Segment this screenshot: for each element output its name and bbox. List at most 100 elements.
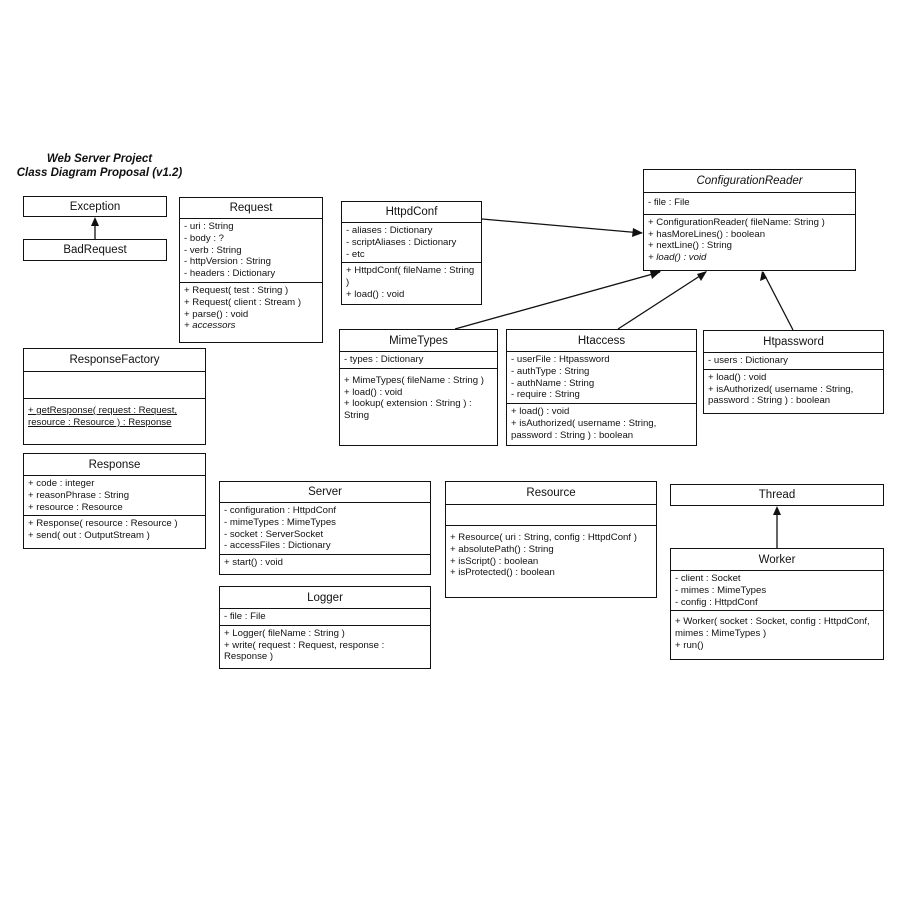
class-name: ResponseFactory bbox=[24, 349, 205, 372]
arrow-httpdconf-to-configurationreader bbox=[481, 218, 643, 234]
attribute: - authName : String bbox=[511, 377, 595, 389]
arrow-htaccess-to-configurationreader bbox=[617, 271, 707, 330]
class-responsefactory[interactable]: ResponseFactory + getResponse( request :… bbox=[23, 348, 206, 445]
arrowhead-configurationreader-htpassword bbox=[760, 271, 767, 281]
class-exception[interactable]: Exception bbox=[23, 196, 167, 217]
class-name: Worker bbox=[671, 549, 883, 571]
class-htaccess[interactable]: Htaccess - userFile : Htpassword - authT… bbox=[506, 329, 697, 446]
attribute: - uri : String bbox=[184, 221, 234, 232]
attributes-section: - configuration : HttpdConf - mimeTypes … bbox=[220, 503, 430, 554]
attributes-section: - aliases : Dictionary - scriptAliases :… bbox=[342, 223, 481, 262]
operation: + absolutePath() : String bbox=[450, 543, 554, 555]
class-server[interactable]: Server - configuration : HttpdConf - mim… bbox=[219, 481, 431, 575]
class-request[interactable]: Request - uri : String - body : ? - verb… bbox=[179, 197, 323, 343]
class-resource[interactable]: Resource + Resource( uri : String, confi… bbox=[445, 481, 657, 598]
attribute: - etc bbox=[346, 248, 365, 260]
operations-section: + getResponse( request : Request, resour… bbox=[24, 398, 205, 431]
attribute: - configuration : HttpdConf bbox=[224, 505, 336, 516]
arrow-mimetypes-to-configurationreader bbox=[454, 271, 661, 330]
operations-section: + Response( resource : Resource ) + send… bbox=[24, 515, 205, 544]
attribute: - aliases : Dictionary bbox=[346, 225, 433, 236]
attributes-section: - users : Dictionary bbox=[704, 353, 883, 369]
class-name: Request bbox=[180, 198, 322, 219]
operation: + write( request : Request, response : R… bbox=[224, 639, 385, 663]
operation: + send( out : OutputStream ) bbox=[28, 530, 150, 542]
operation: + load() : void bbox=[511, 406, 570, 418]
operation: + HttpdConf( fileName : String ) bbox=[346, 265, 475, 289]
operations-section: + MimeTypes( fileName : String ) + load(… bbox=[340, 367, 497, 424]
class-name: Server bbox=[220, 482, 430, 503]
attribute: + code : integer bbox=[28, 478, 95, 489]
attribute: - config : HttpdConf bbox=[675, 596, 758, 608]
operations-section: + Request( test : String ) + Request( cl… bbox=[180, 281, 322, 334]
class-thread[interactable]: Thread bbox=[670, 484, 884, 506]
operation: + start() : void bbox=[224, 557, 283, 569]
operation: + Request( client : Stream ) bbox=[184, 296, 302, 308]
operations-section: + load() : void + isAuthorized( username… bbox=[507, 403, 696, 443]
operation: + load() : void bbox=[648, 252, 707, 264]
arrowhead-configurationreader-httpdconf bbox=[632, 228, 643, 237]
operation: + lookup( extension : String ) : String bbox=[344, 398, 472, 422]
attributes-section: - file : File bbox=[644, 193, 855, 214]
attribute: - headers : Dictionary bbox=[184, 268, 276, 280]
operations-section: + Logger( fileName : String ) + write( r… bbox=[220, 624, 430, 665]
operation: + run() bbox=[675, 639, 704, 651]
attribute: - socket : ServerSocket bbox=[224, 528, 324, 540]
attribute: - userFile : Htpassword bbox=[511, 354, 610, 365]
class-configurationreader[interactable]: ConfigurationReader - file : File + Conf… bbox=[643, 169, 856, 271]
attribute: - mimeTypes : MimeTypes bbox=[224, 516, 336, 528]
operation: + nextLine() : String bbox=[648, 240, 732, 252]
operation: + isProtected() : boolean bbox=[450, 567, 555, 579]
diagram-title-line-2: Class Diagram Proposal (v1.2) bbox=[16, 167, 183, 179]
class-name: Htpassword bbox=[704, 331, 883, 353]
operation: + ConfigurationReader( fileName: String … bbox=[648, 216, 825, 228]
class-badrequest[interactable]: BadRequest bbox=[23, 239, 167, 261]
attributes-section bbox=[24, 372, 205, 398]
attribute: - httpVersion : String bbox=[184, 256, 271, 268]
operation: + isScript() : boolean bbox=[450, 555, 539, 567]
operation: + load() : void bbox=[344, 386, 403, 398]
operation: + accessors bbox=[184, 320, 236, 332]
class-mimetypes[interactable]: MimeTypes - types : Dictionary + MimeTyp… bbox=[339, 329, 498, 446]
class-name: MimeTypes bbox=[340, 330, 497, 352]
class-logger[interactable]: Logger - file : File + Logger( fileName … bbox=[219, 586, 431, 669]
attributes-section: - client : Socket - mimes : MimeTypes - … bbox=[671, 571, 883, 610]
attribute: + reasonPhrase : String bbox=[28, 489, 130, 501]
operation: + isAuthorized( username : String, passw… bbox=[708, 383, 854, 407]
arrowhead-configurationreader-mimetypes bbox=[650, 271, 661, 279]
class-httpdconf[interactable]: HttpdConf - aliases : Dictionary - scrip… bbox=[341, 201, 482, 305]
class-name: Response bbox=[24, 454, 205, 476]
attribute: - file : File bbox=[224, 611, 266, 622]
class-name: Htaccess bbox=[507, 330, 696, 352]
operation: + load() : void bbox=[708, 371, 767, 383]
operations-section: + HttpdConf( fileName : String ) + load(… bbox=[342, 262, 481, 302]
class-name: Exception bbox=[69, 200, 121, 213]
attribute: - scriptAliases : Dictionary bbox=[346, 236, 457, 248]
class-name: BadRequest bbox=[63, 244, 127, 256]
attribute: - types : Dictionary bbox=[344, 354, 424, 365]
operations-section: + ConfigurationReader( fileName: String … bbox=[644, 213, 855, 266]
class-response[interactable]: Response + code : integer + reasonPhrase… bbox=[23, 453, 206, 549]
operations-section: + Worker( socket : Socket, config : Http… bbox=[671, 610, 883, 653]
attribute: - file : File bbox=[648, 197, 690, 208]
attribute: - require : String bbox=[511, 389, 580, 401]
class-name: Thread bbox=[758, 489, 796, 501]
arrowhead-configurationreader-htaccess bbox=[697, 271, 707, 281]
class-name: Resource bbox=[446, 482, 656, 505]
attribute: - body : ? bbox=[184, 232, 224, 244]
attributes-section: - userFile : Htpassword - authType : Str… bbox=[507, 352, 696, 403]
operation: + Worker( socket : Socket, config : Http… bbox=[675, 616, 870, 640]
attributes-section: + code : integer + reasonPhrase : String… bbox=[24, 476, 205, 515]
attributes-section: - types : Dictionary bbox=[340, 352, 497, 368]
class-name: ConfigurationReader bbox=[644, 170, 855, 193]
class-htpassword[interactable]: Htpassword - users : Dictionary + load()… bbox=[703, 330, 884, 414]
operation: + hasMoreLines() : boolean bbox=[648, 228, 766, 240]
operations-section: + Resource( uri : String, config : Httpd… bbox=[446, 525, 656, 581]
operation: + Resource( uri : String, config : Httpd… bbox=[450, 532, 637, 543]
attribute: - client : Socket bbox=[675, 573, 741, 584]
operation: + isAuthorized( username : String, passw… bbox=[511, 417, 657, 441]
operations-section: + load() : void + isAuthorized( username… bbox=[704, 368, 883, 409]
attribute: - users : Dictionary bbox=[708, 355, 788, 366]
class-worker[interactable]: Worker - client : Socket - mimes : MimeT… bbox=[670, 548, 884, 660]
